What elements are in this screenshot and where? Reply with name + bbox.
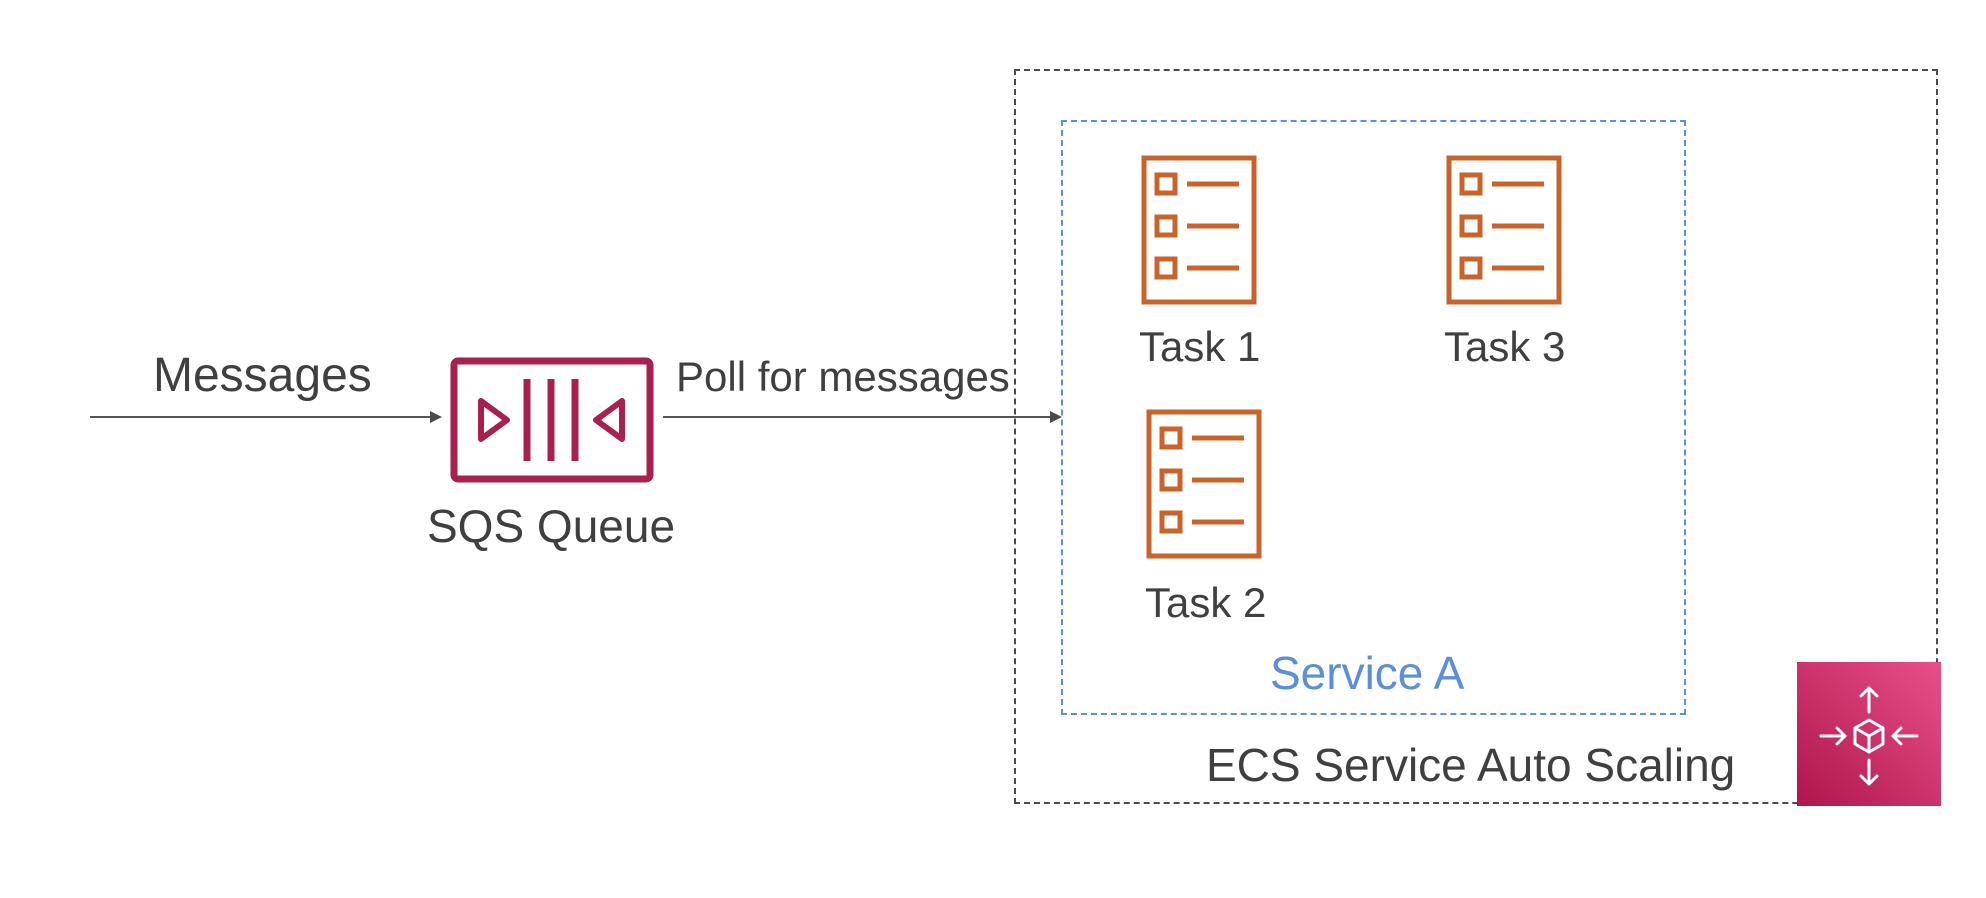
poll-label: Poll for messages — [676, 353, 1010, 400]
ecs-auto-scaling-label: ECS Service Auto Scaling — [1206, 739, 1736, 791]
ecs-cluster-boundary — [1014, 69, 1938, 804]
service-a-label: Service A — [1270, 647, 1465, 699]
task-1-label: Task 1 — [1139, 323, 1261, 370]
sqs-queue-label: SQS Queue — [427, 500, 676, 552]
task-2-label: Task 2 — [1145, 579, 1267, 626]
sqs-queue-icon — [450, 357, 654, 488]
service-a-boundary — [1061, 120, 1686, 715]
messages-label: Messages — [153, 349, 372, 402]
task-list-icon — [1146, 409, 1262, 564]
task-list-icon — [1446, 155, 1562, 310]
auto-scaling-icon — [1797, 662, 1941, 811]
task-list-icon — [1141, 155, 1257, 310]
task-3-label: Task 3 — [1444, 323, 1566, 370]
